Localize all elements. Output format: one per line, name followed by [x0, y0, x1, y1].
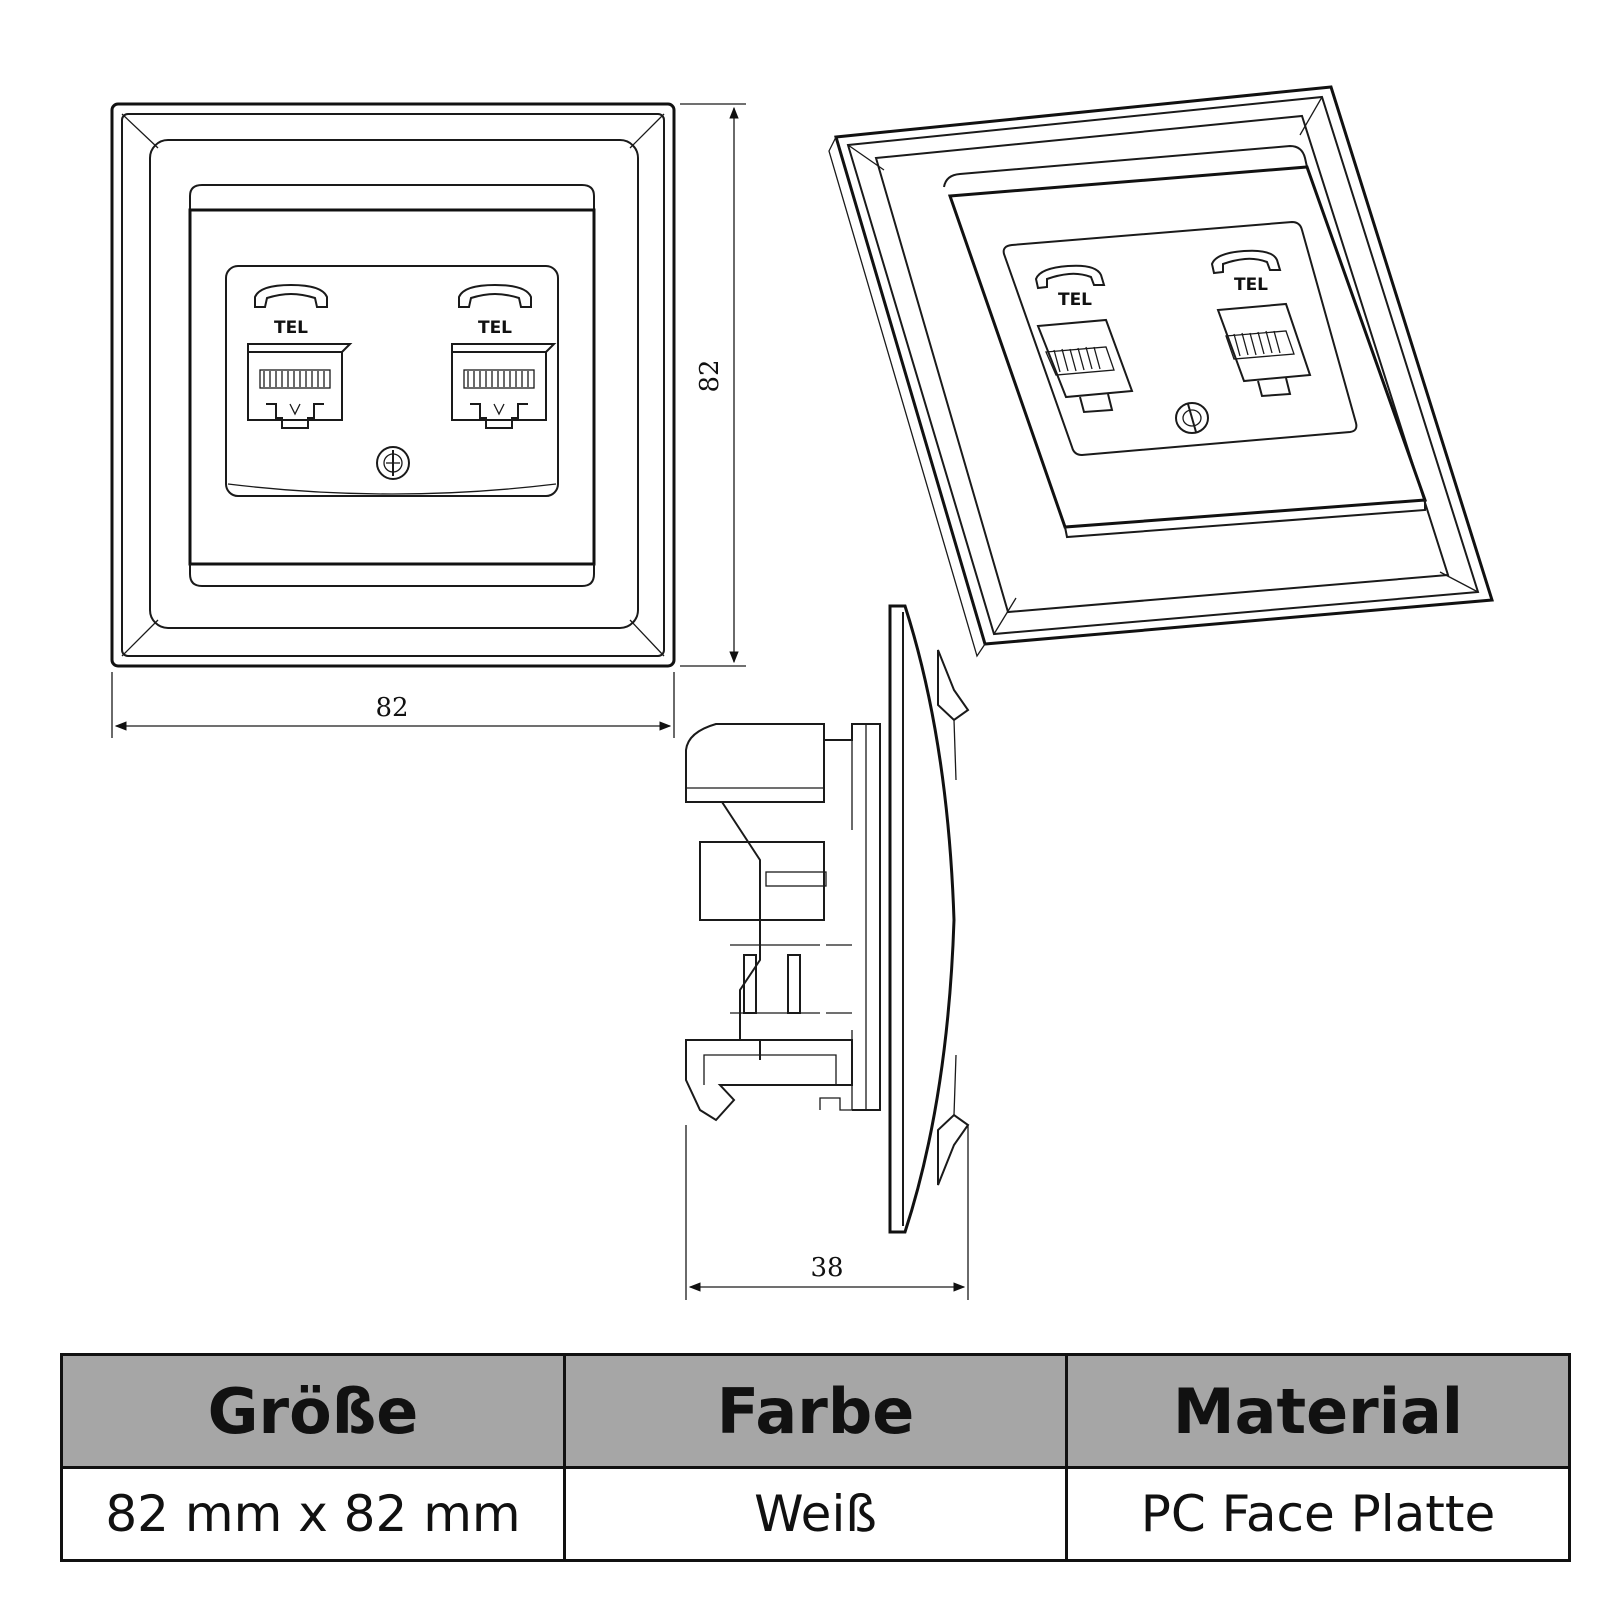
perspective-port-2: TEL — [1210, 249, 1312, 398]
screw-icon — [376, 446, 410, 480]
width-dimension: 82 — [111, 672, 675, 738]
height-dimension: 82 — [680, 103, 746, 667]
perspective-view: TEL TEL — [828, 85, 1494, 658]
header-color: Farbe — [563, 1353, 1068, 1469]
height-value: 82 — [695, 359, 725, 392]
spec-table: Größe Farbe Material 82 mm x 82 mm Weiß … — [60, 1353, 1571, 1562]
front-port-1: TEL — [247, 283, 353, 429]
value-material: PC Face Platte — [1065, 1466, 1571, 1562]
rj-jack — [451, 343, 557, 429]
value-color: Weiß — [563, 1466, 1068, 1562]
value-size: 82 mm x 82 mm — [60, 1466, 566, 1562]
header-material: Material — [1065, 1353, 1571, 1469]
side-view: 38 — [685, 604, 970, 1300]
table-header-row: Größe Farbe Material — [60, 1353, 1571, 1469]
technical-drawing: TEL TEL — [110, 85, 1494, 1300]
rj-jack — [1036, 318, 1134, 414]
phone-icon — [458, 283, 532, 308]
perspective-port-1: TEL — [1034, 264, 1134, 414]
depth-dimension: 38 — [685, 1125, 969, 1300]
rj-jack — [1216, 302, 1312, 398]
rj-jack — [247, 343, 353, 429]
tel-label: TEL — [478, 318, 512, 338]
tel-label: TEL — [1058, 290, 1092, 310]
screw-icon — [1175, 402, 1209, 434]
phone-icon — [1034, 264, 1106, 290]
front-view: TEL TEL — [110, 102, 746, 738]
table-row: 82 mm x 82 mm Weiß PC Face Platte — [60, 1466, 1571, 1562]
width-value: 82 — [375, 693, 408, 723]
depth-value: 38 — [810, 1253, 843, 1283]
front-port-2: TEL — [451, 283, 557, 429]
phone-icon — [254, 283, 328, 308]
tel-label: TEL — [1234, 275, 1268, 295]
phone-icon — [1210, 249, 1282, 275]
tel-label: TEL — [274, 318, 308, 338]
header-size: Größe — [60, 1353, 566, 1469]
